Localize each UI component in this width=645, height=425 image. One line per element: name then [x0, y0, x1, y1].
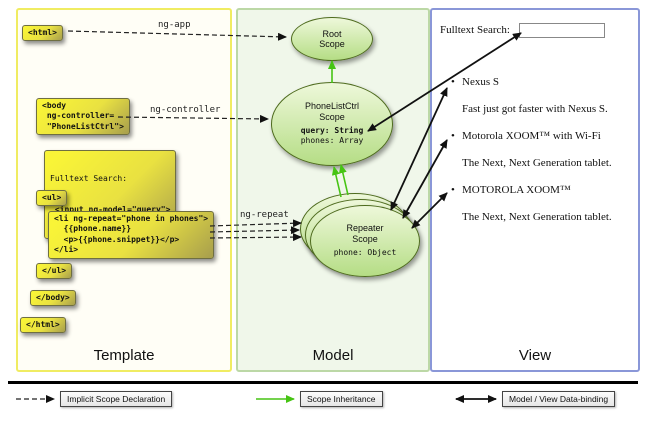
code-chip-html-close: </html>: [20, 317, 66, 334]
template-label: Template: [93, 347, 155, 364]
legend-data-binding: Model / View Data-binding: [502, 391, 616, 407]
phonelistctrl-prop-phones: phones: Array: [300, 136, 364, 146]
list-item: Nexus S: [451, 76, 612, 89]
code-chip-fulltext-label: Fulltext Search:: [50, 173, 128, 183]
code-chip-ul-close: </ul>: [36, 263, 73, 280]
root-scope-title: Root Scope: [319, 28, 345, 49]
code-chip-ul-open: <ul>: [36, 190, 68, 207]
code-chip-li-repeat: <li ng-repeat="phone in phones"> {{phone…: [48, 211, 215, 259]
list-item-description: The Next, Next Generation tablet.: [462, 211, 612, 223]
ng-app-label: ng-app: [158, 20, 191, 30]
phonelistctrl-scope-title: PhoneListCtrl Scope: [304, 101, 360, 122]
code-chip-fulltext-input: <input ng-model="query">: [50, 204, 171, 214]
list-item: MOTOROLA XOOM™: [451, 184, 612, 197]
view-item-list: Nexus S Fast just got faster with Nexus …: [451, 76, 612, 224]
list-item-description: Fast just got faster with Nexus S.: [462, 103, 608, 115]
view-label: View: [518, 347, 552, 364]
code-chip-body-open: <body ng-controller= "PhoneListCtrl">: [36, 98, 130, 136]
ng-repeat-label: ng-repeat: [240, 210, 289, 220]
repeater-prop-phone: phone: Object: [333, 248, 397, 258]
repeater-scope-title: Repeater Scope: [346, 223, 384, 244]
phonelistctrl-prop-query: query: String: [300, 125, 364, 135]
code-chip-html-open: <html>: [22, 25, 63, 42]
ng-controller-label: ng-controller: [150, 105, 221, 115]
code-chip-body-close: </body>: [30, 290, 76, 307]
repeater-scope-ellipse: Repeater Scope phone: Object: [310, 205, 420, 277]
model-panel: Model: [236, 8, 430, 372]
list-item: Motorola XOOM™ with Wi-Fi: [451, 130, 612, 143]
legend-implicit-scope: Implicit Scope Declaration: [60, 391, 173, 407]
phonelistctrl-scope-ellipse: PhoneListCtrl Scope query: String phones…: [271, 82, 393, 166]
root-scope-ellipse: Root Scope: [291, 17, 373, 61]
fulltext-search-input[interactable]: [519, 23, 605, 38]
legend-divider: [8, 381, 638, 384]
view-search-label: Fulltext Search:: [440, 24, 510, 36]
model-label: Model: [312, 347, 354, 364]
list-item-description: The Next, Next Generation tablet.: [462, 157, 612, 169]
legend-scope-inheritance: Scope Inheritance: [300, 391, 383, 407]
